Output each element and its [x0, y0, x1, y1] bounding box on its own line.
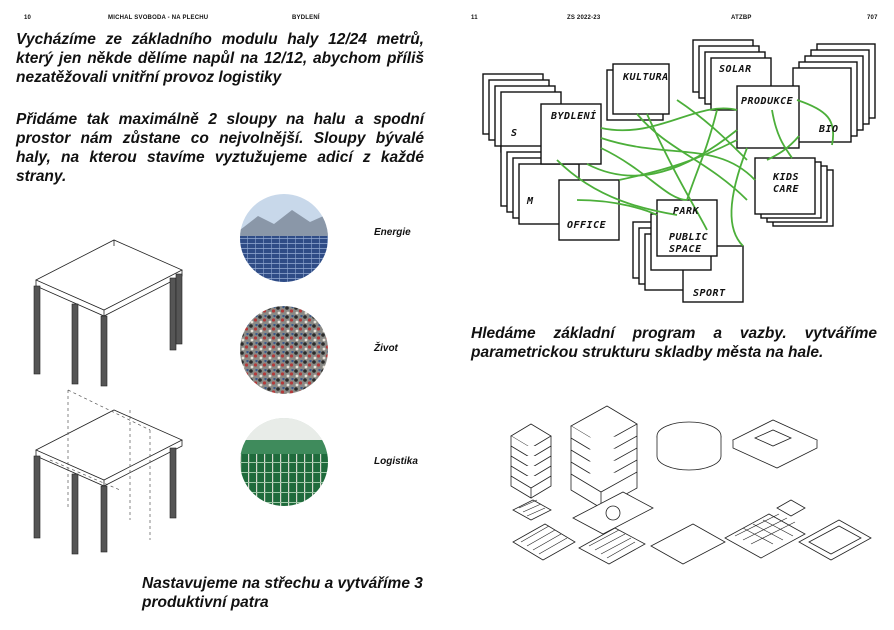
left-paragraph-1: Vycházíme ze základního modulu haly 12/2…: [16, 31, 424, 86]
label-bio: BIO: [818, 124, 839, 135]
label-care: CARE: [773, 184, 800, 195]
frame-drawing-top: [33, 239, 183, 387]
label-s: S: [511, 128, 518, 139]
left-page: 10 MICHAL SVOBODA - NA PLECHU BYDLENÍ Vy…: [16, 15, 424, 611]
caption-zivot: Život: [374, 343, 398, 354]
right-header-studio: ATZBP: [731, 15, 752, 21]
label-m: M: [526, 196, 534, 207]
label-kids: KIDS: [772, 172, 799, 183]
photo-zivot: [240, 306, 328, 394]
left-header-section: BYDLENÍ: [292, 15, 320, 21]
left-page-number: 10: [24, 15, 32, 21]
left-paragraph-2: Přidáme tak maximálně 2 sloupy na halu a…: [16, 111, 424, 185]
photo-energie: [240, 194, 328, 282]
right-page-number: 11: [471, 15, 478, 21]
caption-logistika: Logistika: [374, 456, 418, 467]
label-solar: SOLAR: [719, 64, 752, 75]
label-sport: SPORT: [693, 288, 726, 299]
right-paragraph: Hledáme základní program a vazby. vytvář…: [471, 325, 877, 361]
photo-logistika: [240, 418, 328, 506]
right-page: 11 ZS 2022-23 ATZBP 707: [447, 0, 894, 630]
typology-drawing: [510, 405, 872, 565]
caption-energie: Energie: [374, 227, 411, 238]
frame-drawing-bottom: [33, 389, 183, 555]
label-office: OFFICE: [567, 220, 607, 231]
program-diagram: S M BYDLENÍ OFFICE KULTURA SOLAR PRODUKC…: [482, 39, 876, 303]
label-public: PUBLIC: [669, 232, 708, 243]
label-kultura: KULTURA: [622, 72, 669, 83]
right-header-code: 707: [867, 15, 878, 21]
label-bydleni: BYDLENÍ: [550, 109, 597, 122]
label-space: SPACE: [669, 244, 702, 255]
left-bottom-text: Nastavujeme na střechu a vytváříme 3 pro…: [142, 575, 423, 611]
label-produkce: PRODUKCE: [741, 96, 794, 107]
left-header-author: MICHAL SVOBODA - NA PLECHU: [108, 15, 209, 21]
right-header-term: ZS 2022-23: [567, 15, 601, 21]
label-park: PARK: [673, 206, 700, 217]
